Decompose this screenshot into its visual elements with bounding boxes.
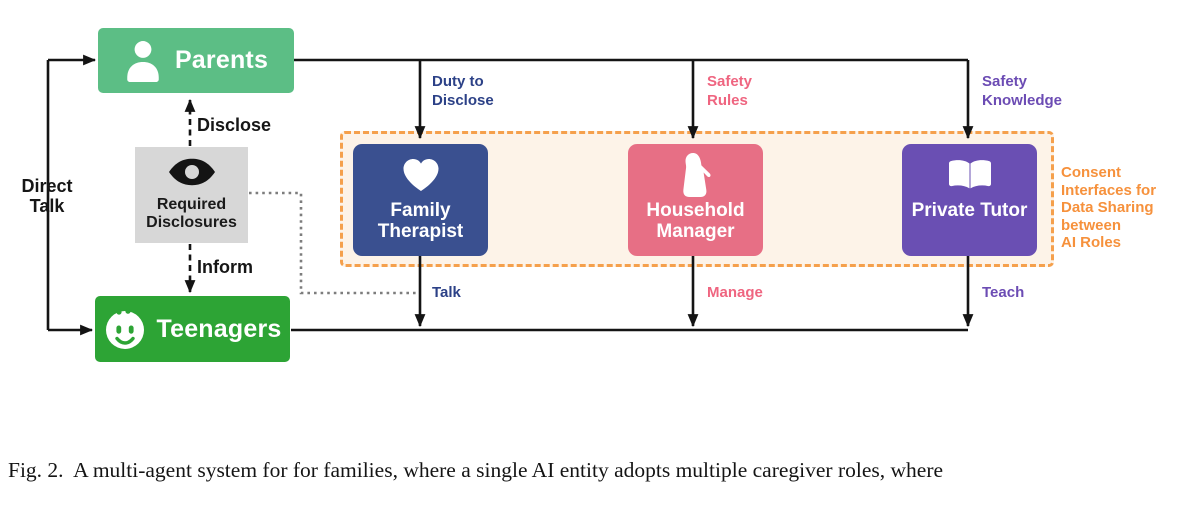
- private-tutor-label-line1: Private: [911, 200, 975, 221]
- baby-face-icon: [103, 307, 147, 351]
- inform-label: Inform: [197, 257, 253, 277]
- duty-to-disclose-label: Duty to Disclose: [432, 73, 494, 109]
- safety-rules-label: Safety Rules: [707, 73, 753, 109]
- required-disclosures-label-line2: Disclosures: [146, 214, 237, 232]
- parents-label: Parents: [174, 46, 269, 74]
- household-manager-label-line2: Manager: [656, 221, 735, 242]
- teenagers-node: Teenagers: [95, 296, 290, 362]
- roles-to-teenagers-connector: [291, 256, 974, 332]
- family-therapist-label-line1: Family: [390, 200, 451, 221]
- eye-icon: [167, 157, 217, 193]
- disclose-label: Disclose: [197, 115, 272, 135]
- teenagers-label: Teenagers: [156, 314, 282, 343]
- open-book-icon: [947, 153, 993, 197]
- required-disclosures-label-line1: Required: [156, 195, 227, 213]
- person-icon: [124, 40, 162, 82]
- family-therapist-node: Family Therapist: [353, 144, 488, 256]
- private-tutor-node: Private Tutor: [902, 144, 1037, 256]
- household-manager-label-line1: Household: [646, 200, 745, 221]
- parents-to-roles-connector: [294, 58, 974, 140]
- household-manager-node: Household Manager: [628, 144, 763, 256]
- talk-label: Talk: [432, 284, 461, 301]
- manage-label: Manage: [707, 284, 763, 301]
- family-therapist-label-line2: Therapist: [377, 221, 464, 242]
- safety-knowledge-label: Safety Knowledge: [982, 73, 1063, 109]
- figure-caption: Fig. 2. A multi-agent system for for fam…: [8, 398, 1196, 511]
- direct-talk-label: Direct Talk: [21, 176, 73, 216]
- private-tutor-label-line2: Tutor: [980, 200, 1028, 221]
- multi-agent-diagram: Parents Required Disclosures: [21, 28, 1157, 362]
- heart-icon: [401, 153, 441, 197]
- teach-label: Teach: [982, 284, 1025, 301]
- caption-line-1: Fig. 2. A multi-agent system for for fam…: [8, 458, 944, 482]
- mitten-icon: [680, 153, 712, 197]
- required-disclosures-node: Required Disclosures: [135, 147, 248, 243]
- consent-interfaces-label: Consent Interfaces for Data Sharing betw…: [1061, 164, 1157, 251]
- parents-node: Parents: [98, 28, 294, 93]
